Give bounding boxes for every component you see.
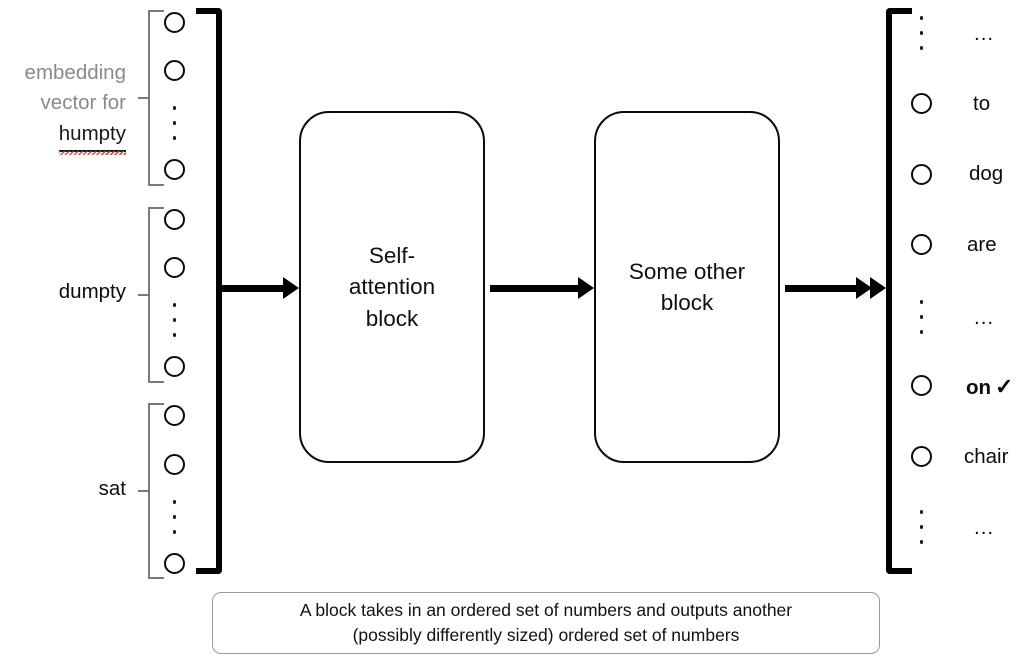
output-bracket-notch-icon bbox=[870, 277, 886, 299]
vertical-ellipsis-icon bbox=[919, 300, 924, 334]
group-tick-dumpty bbox=[138, 294, 149, 296]
output-node[interactable] bbox=[911, 234, 932, 255]
caption-line1: A block takes in an ordered set of numbe… bbox=[299, 599, 793, 620]
output-token-ellipsis: ... bbox=[974, 22, 995, 45]
input-node[interactable] bbox=[164, 257, 185, 278]
block-some-other-line1: Some other bbox=[628, 258, 746, 284]
vertical-ellipsis-icon bbox=[172, 500, 177, 534]
caption-line2: (possibly differently sized) ordered set… bbox=[352, 625, 740, 645]
output-token-to[interactable]: to bbox=[973, 92, 991, 115]
output-token-on-selected[interactable]: on✓ bbox=[966, 374, 1013, 400]
input-node[interactable] bbox=[164, 405, 185, 426]
group-bracket-dumpty bbox=[148, 207, 164, 383]
arrow-input-to-selfattention-shaft bbox=[218, 285, 284, 292]
output-token-ellipsis: ... bbox=[974, 306, 995, 329]
input-node[interactable] bbox=[164, 209, 185, 230]
arrow-input-to-selfattention-head bbox=[283, 277, 299, 299]
output-node[interactable] bbox=[911, 93, 932, 114]
block-some-other[interactable]: Some other block bbox=[594, 111, 780, 463]
output-node-selected[interactable] bbox=[911, 375, 932, 396]
output-token-are[interactable]: are bbox=[967, 233, 997, 256]
input-node[interactable] bbox=[164, 553, 185, 574]
input-node[interactable] bbox=[164, 159, 185, 180]
block-self-attention[interactable]: Self- attention block bbox=[299, 111, 485, 463]
input-group-label-humpty: embedding vector for humpty bbox=[0, 58, 127, 156]
input-group-label-sat: sat bbox=[0, 474, 126, 504]
vertical-ellipsis-icon bbox=[172, 106, 177, 140]
group-bracket-humpty bbox=[148, 10, 164, 186]
caption-box: A block takes in an ordered set of numbe… bbox=[212, 592, 880, 654]
group-tick-humpty bbox=[138, 97, 149, 99]
vertical-ellipsis-icon bbox=[919, 16, 924, 50]
checkmark-icon: ✓ bbox=[995, 374, 1014, 399]
group-tick-sat bbox=[138, 490, 149, 492]
output-bracket bbox=[886, 8, 912, 574]
block-self-attention-line3: block bbox=[365, 305, 419, 331]
output-token-on-label: on bbox=[966, 376, 992, 399]
group-bracket-sat bbox=[148, 403, 164, 579]
vertical-ellipsis-icon bbox=[919, 510, 924, 544]
arrow-someother-to-output-shaft bbox=[785, 285, 857, 292]
label-text-sat: sat bbox=[98, 477, 126, 500]
block-self-attention-line2: attention bbox=[348, 274, 436, 300]
label-line-humpty: humpty bbox=[58, 119, 127, 156]
output-node[interactable] bbox=[911, 446, 932, 467]
arrow-selfattention-to-someother-head bbox=[578, 277, 594, 299]
label-text-dumpty: dumpty bbox=[58, 280, 126, 303]
label-line-embedding: embedding bbox=[24, 61, 126, 84]
input-node[interactable] bbox=[164, 60, 185, 81]
block-self-attention-line1: Self- bbox=[368, 243, 416, 269]
arrow-selfattention-to-someother-shaft bbox=[490, 285, 578, 292]
label-line-vector-for: vector for bbox=[40, 91, 126, 115]
arrow-someother-to-output-head bbox=[856, 277, 872, 299]
output-token-chair[interactable]: chair bbox=[964, 445, 1009, 468]
input-node[interactable] bbox=[164, 356, 185, 377]
input-node[interactable] bbox=[164, 454, 185, 475]
vertical-ellipsis-icon bbox=[172, 303, 177, 337]
output-token-dog[interactable]: dog bbox=[969, 162, 1004, 185]
output-token-ellipsis: ... bbox=[974, 516, 995, 539]
output-node[interactable] bbox=[911, 164, 932, 185]
input-node[interactable] bbox=[164, 12, 185, 33]
block-some-other-line2: block bbox=[660, 290, 714, 315]
input-group-label-dumpty: dumpty bbox=[0, 277, 126, 307]
